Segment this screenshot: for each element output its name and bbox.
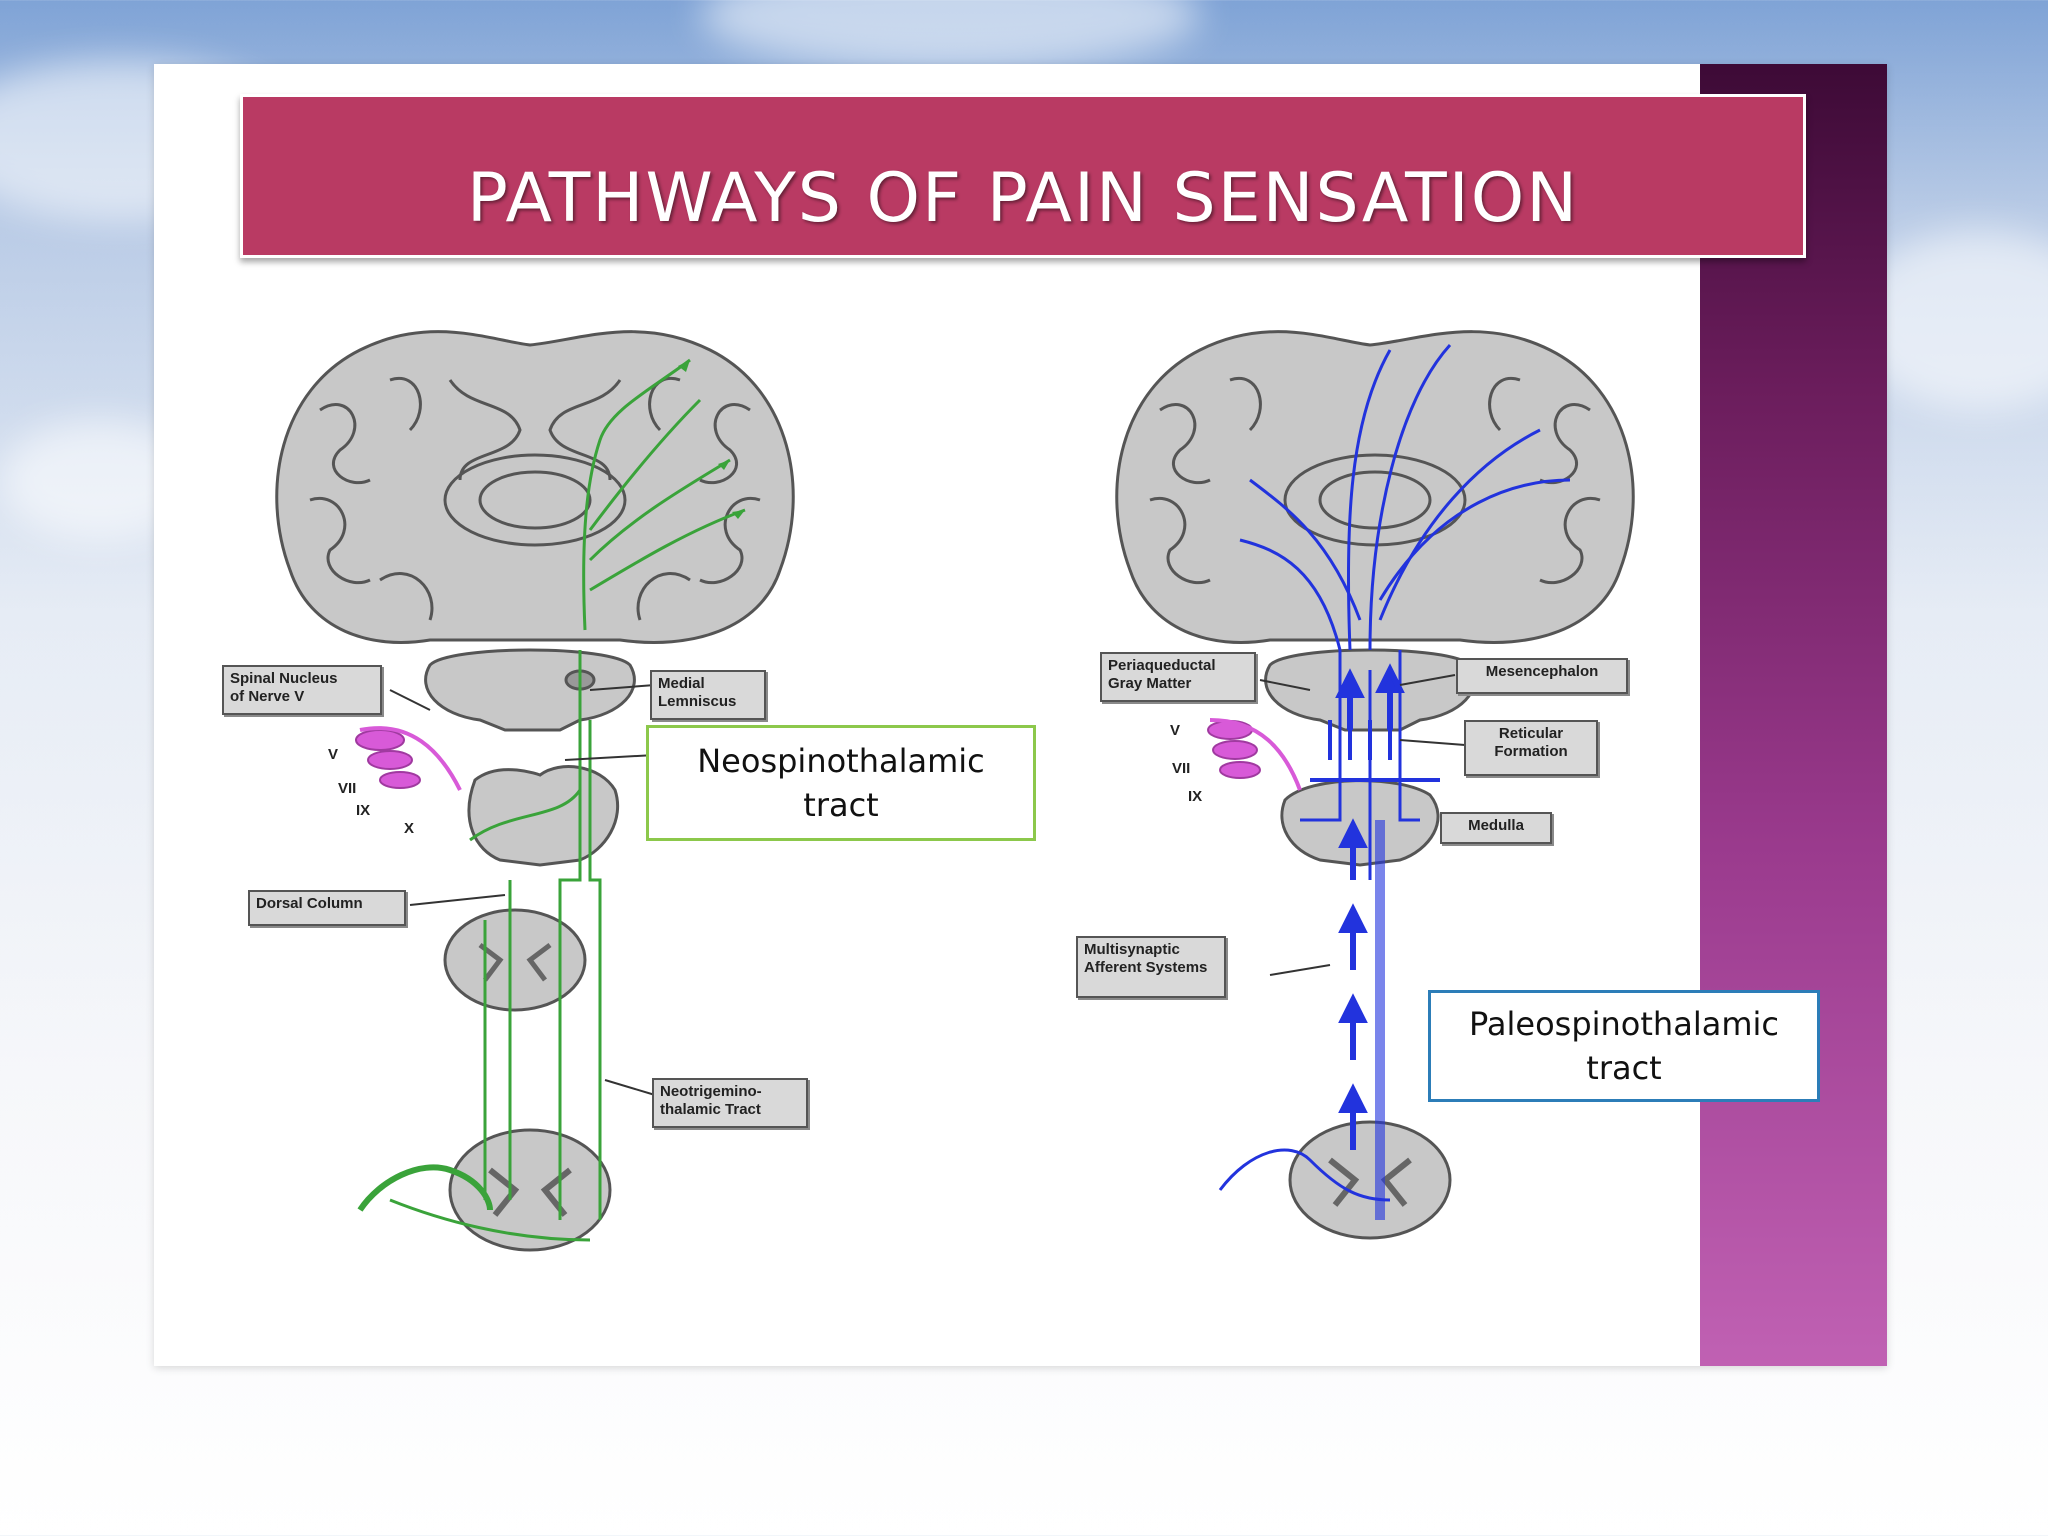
cervical-cord-section (443, 908, 587, 1012)
label-mesencephalon: Mesencephalon (1456, 658, 1628, 694)
neospinothalamic-diagram (275, 330, 795, 1252)
nerve-label-vii: VII (338, 780, 357, 797)
trigeminal-nerve-branches (355, 726, 462, 791)
nerve-label-ix: IX (356, 802, 371, 819)
nerve-label-v: V (1170, 722, 1181, 739)
label-neotrigemino-thalamic-tract: Neotrigemino- thalamic Tract (652, 1078, 808, 1128)
callout-paleospinothalamic-tract: Paleospinothalamic tract (1428, 990, 1820, 1102)
cortex-folds (1149, 376, 1601, 585)
slide-sidebar-accent (1700, 64, 1887, 1366)
paleospinothalamic-pathway (1218, 343, 1571, 1220)
cortex-folds (309, 376, 761, 621)
label-periaqueductal-gray-matter: Periaqueductal Gray Matter (1100, 652, 1256, 702)
callout-neospinothalamic-tract: Neospinothalamic tract (646, 725, 1036, 841)
nerve-label-v: V (328, 746, 339, 763)
leader-lines (1259, 674, 1466, 976)
slide-canvas (154, 64, 1887, 1366)
pons-medulla (467, 765, 620, 867)
pons-medulla (1280, 779, 1440, 867)
multisynaptic-dashed-arrows (1335, 663, 1405, 1150)
trigeminal-nerve-branches (1207, 718, 1302, 791)
paleospinothalamic-diagram (1115, 330, 1635, 1240)
title-banner: PATHWAYS OF PAIN SENSATION (240, 94, 1806, 258)
lumbar-cord-section (448, 1128, 612, 1252)
leader-lines (389, 684, 656, 1096)
label-dorsal-column: Dorsal Column (248, 890, 406, 926)
label-spinal-nucleus-nerve-v: Spinal Nucleus of Nerve V (222, 665, 382, 715)
cerebrum (275, 330, 795, 644)
label-reticular-formation: Reticular Formation (1464, 720, 1598, 776)
neospinothalamic-pathway (357, 358, 746, 1242)
midbrain (424, 648, 636, 732)
nerve-label-x: X (404, 820, 415, 837)
label-multisynaptic-afferent-systems: Multisynaptic Afferent Systems (1076, 936, 1226, 998)
slide-title: PATHWAYS OF PAIN SENSATION (466, 158, 1580, 238)
lumbar-cord-section (1288, 1120, 1452, 1240)
nerve-label-vii: VII (1172, 760, 1191, 777)
label-medial-lemniscus: Medial Lemniscus (650, 670, 766, 720)
label-medulla: Medulla (1440, 812, 1552, 844)
cerebrum (1115, 330, 1635, 644)
green-arrowheads (678, 360, 745, 519)
nerve-label-ix: IX (1188, 788, 1203, 805)
